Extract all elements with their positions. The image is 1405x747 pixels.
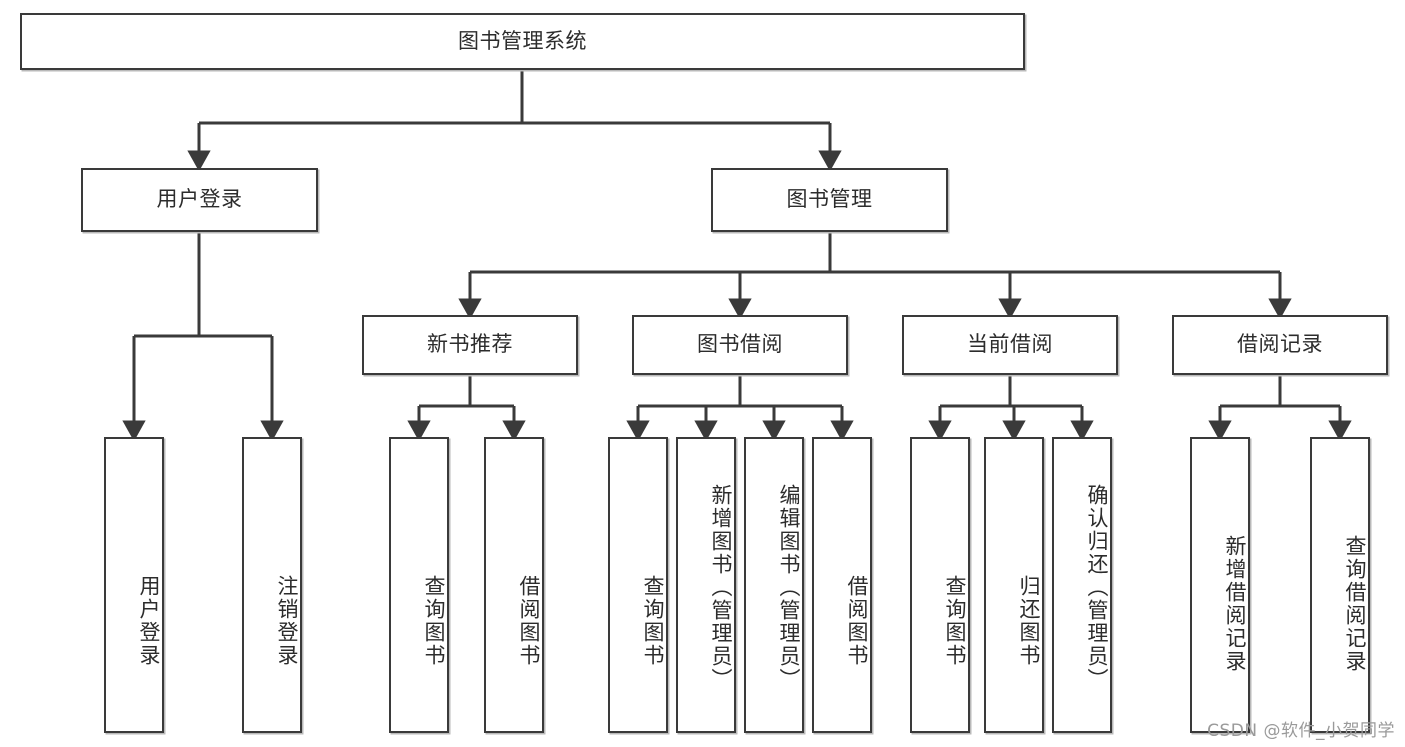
node-leaf-borrow-add-book[interactable]: 新增图书（管理员）: [676, 437, 736, 733]
node-leaf-user-logout-label: 注销登录: [275, 575, 299, 667]
node-leaf-borrow-add-book-label: 新增图书（管理员）: [709, 483, 733, 691]
node-leaf-current-query-book-label: 查询图书: [943, 575, 967, 667]
node-book-management-label: 图书管理: [786, 187, 873, 212]
node-leaf-recommend-query-book[interactable]: 查询图书: [389, 437, 449, 733]
node-leaf-borrow-edit-book[interactable]: 编辑图书（管理员）: [744, 437, 804, 733]
node-book-borrow[interactable]: 图书借阅: [632, 315, 848, 375]
node-current-borrow-label: 当前借阅: [967, 332, 1053, 357]
node-leaf-user-logout[interactable]: 注销登录: [242, 437, 302, 733]
node-current-borrow[interactable]: 当前借阅: [902, 315, 1118, 375]
node-leaf-current-return-book[interactable]: 归还图书: [984, 437, 1044, 733]
node-leaf-user-login-label: 用户登录: [137, 575, 161, 667]
node-borrow-records-label: 借阅记录: [1237, 332, 1323, 357]
node-leaf-borrow-query-book-label: 查询图书: [641, 575, 665, 667]
node-leaf-borrow-borrow-book-label: 借阅图书: [845, 575, 869, 667]
node-leaf-borrow-edit-book-label: 编辑图书（管理员）: [777, 483, 801, 691]
node-leaf-record-add[interactable]: 新增借阅记录: [1190, 437, 1250, 733]
node-leaf-user-login[interactable]: 用户登录: [104, 437, 164, 733]
csdn-watermark: CSDN @软件_小贺同学: [1207, 721, 1395, 741]
node-leaf-borrow-query-book[interactable]: 查询图书: [608, 437, 668, 733]
node-user-login-label: 用户登录: [156, 187, 243, 212]
node-root-label: 图书管理系统: [458, 28, 587, 53]
node-leaf-record-query[interactable]: 查询借阅记录: [1310, 437, 1370, 733]
node-leaf-current-query-book[interactable]: 查询图书: [910, 437, 970, 733]
node-leaf-current-confirm-return[interactable]: 确认归还（管理员）: [1052, 437, 1112, 733]
node-leaf-current-return-book-label: 归还图书: [1017, 575, 1041, 667]
node-root[interactable]: 图书管理系统: [20, 13, 1025, 70]
node-new-book-recommend[interactable]: 新书推荐: [362, 315, 578, 375]
node-leaf-recommend-borrow-book-label: 借阅图书: [517, 575, 541, 667]
node-leaf-recommend-query-book-label: 查询图书: [422, 575, 446, 667]
node-borrow-records[interactable]: 借阅记录: [1172, 315, 1388, 375]
node-book-management[interactable]: 图书管理: [711, 168, 948, 232]
node-book-borrow-label: 图书借阅: [697, 332, 783, 357]
node-leaf-recommend-borrow-book[interactable]: 借阅图书: [484, 437, 544, 733]
node-user-login[interactable]: 用户登录: [81, 168, 318, 232]
node-leaf-record-query-label: 查询借阅记录: [1343, 535, 1367, 673]
node-leaf-borrow-borrow-book[interactable]: 借阅图书: [812, 437, 872, 733]
node-leaf-current-confirm-return-label: 确认归还（管理员）: [1085, 483, 1109, 691]
node-new-book-recommend-label: 新书推荐: [427, 332, 513, 357]
node-leaf-record-add-label: 新增借阅记录: [1223, 535, 1247, 673]
